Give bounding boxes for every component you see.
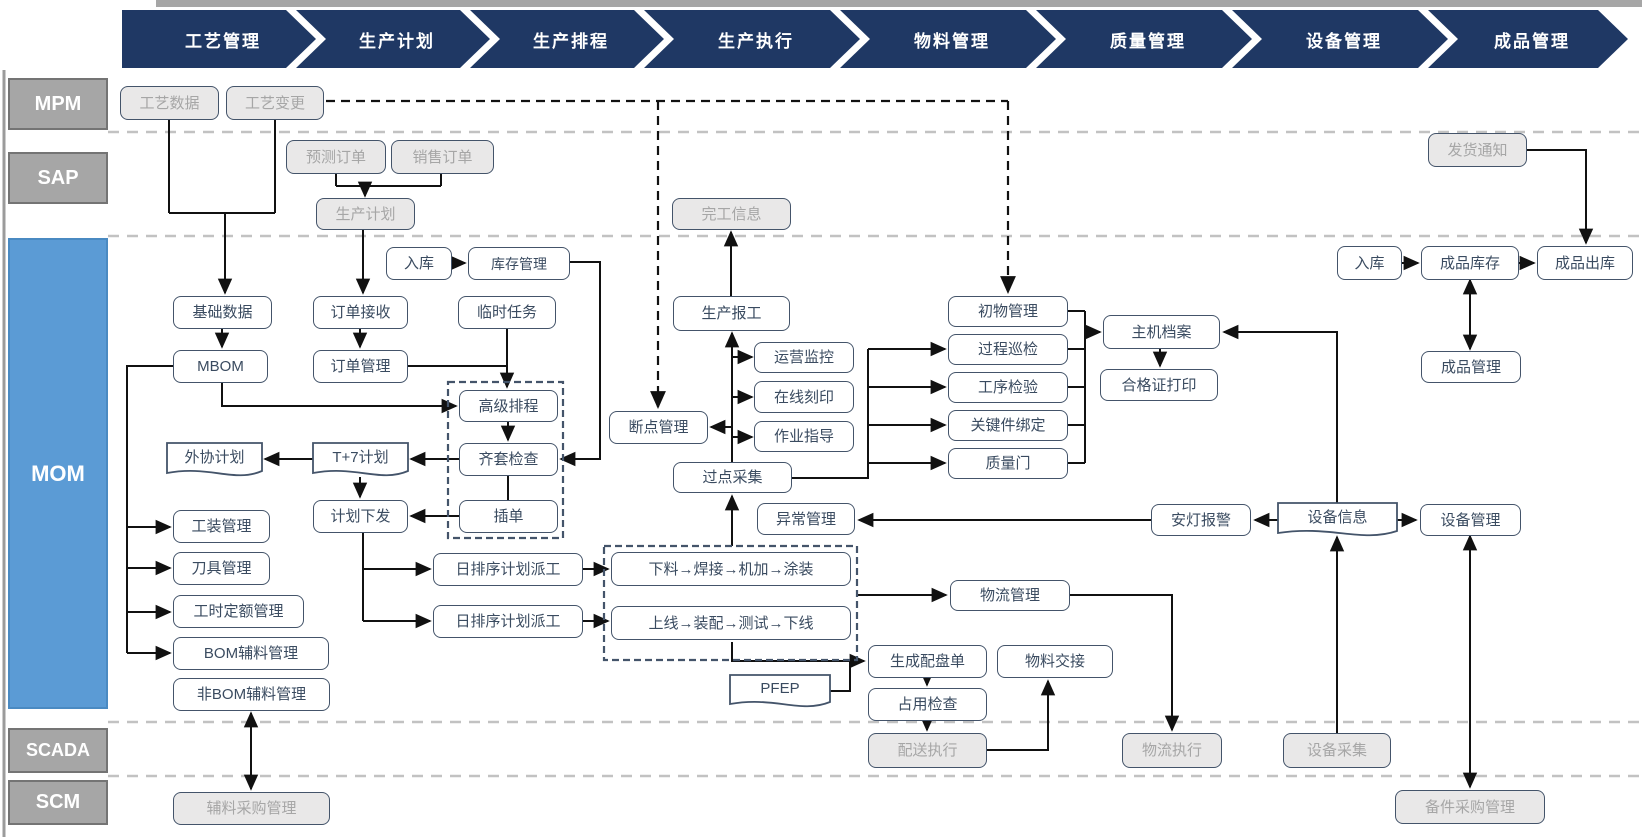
node-fg-outbound: 成品出库 — [1537, 246, 1633, 280]
node-cert-print: 合格证打印 — [1100, 369, 1218, 401]
banner-step-quality: 质量管理 — [1036, 10, 1252, 68]
node-breakpoint: 断点管理 — [609, 411, 708, 444]
node-spare-purchase: 备件采购管理 — [1395, 790, 1545, 824]
node-equip-info: 设备信息 — [1307, 508, 1368, 526]
node-inbound-raw: 入库 — [386, 247, 452, 280]
node-line-assembly: 上线→装配→测试→下线 — [611, 606, 851, 640]
node-order-receive: 订单接收 — [313, 296, 408, 329]
node-point-collect: 过点采集 — [673, 462, 792, 493]
node-ops-monitor: 运营监控 — [754, 342, 854, 373]
node-first-article: 初物管理 — [948, 296, 1068, 327]
node-non-bom-aux: 非BOM辅料管理 — [173, 678, 330, 711]
node-material-handover: 物料交接 — [997, 645, 1113, 678]
node-aux-purchase: 辅料采购管理 — [173, 792, 330, 825]
node-key-part-bind: 关键件绑定 — [948, 410, 1068, 441]
lane-label-scm: SCM — [8, 780, 108, 825]
node-plan-release: 计划下发 — [313, 500, 408, 533]
banner-step-finished-goods: 成品管理 — [1428, 10, 1628, 68]
banner-step-equipment: 设备管理 — [1232, 10, 1448, 68]
node-pfep: PFEP — [760, 680, 800, 697]
node-temp-task: 临时任务 — [458, 296, 556, 329]
node-completion-info: 完工信息 — [672, 198, 791, 230]
node-quality-gate: 质量门 — [948, 448, 1068, 479]
node-process-data: 工艺数据 — [120, 86, 219, 120]
lane-label-mpm: MPM — [8, 78, 108, 130]
node-fg-manage: 成品管理 — [1421, 351, 1521, 383]
node-process-inspect: 工序检验 — [948, 372, 1068, 403]
node-cutter-manage: 刀具管理 — [173, 552, 270, 585]
node-sales-order: 销售订单 — [391, 140, 494, 174]
banner-step-scheduling: 生产排程 — [470, 10, 664, 68]
connectors — [126, 120, 1594, 791]
node-hour-quota: 工时定额管理 — [173, 595, 304, 628]
node-outsource-plan: 外协计划 — [184, 448, 245, 466]
node-gen-tray: 生成配盘单 — [868, 645, 987, 678]
node-dispatch-exec: 配送执行 — [868, 733, 987, 768]
node-forecast-order: 预测订单 — [286, 140, 386, 174]
banner-step-process-mgmt: 工艺管理 — [122, 10, 316, 68]
node-equip-manage: 设备管理 — [1420, 504, 1521, 536]
node-inventory-manage: 库存管理 — [468, 247, 570, 280]
node-delivery-notice: 发货通知 — [1428, 133, 1527, 167]
node-insert-order: 插单 — [459, 500, 558, 533]
equip-info-doc — [1277, 502, 1398, 537]
node-tooling-manage: 工装管理 — [173, 510, 270, 543]
lane-label-scada: SCADA — [8, 728, 108, 773]
node-equip-collect: 设备采集 — [1283, 733, 1391, 768]
group-frames — [446, 380, 859, 662]
node-base-data: 基础数据 — [173, 296, 272, 329]
outsource-plan-doc — [166, 442, 263, 477]
node-fg-inventory: 成品库存 — [1421, 246, 1519, 280]
node-occupy-check: 占用检查 — [868, 688, 987, 721]
node-bom-aux: BOM辅料管理 — [173, 637, 329, 670]
dashed-connectors — [326, 99, 1016, 409]
node-host-archive: 主机档案 — [1103, 315, 1220, 349]
node-exception: 异常管理 — [757, 503, 855, 535]
node-daily-dispatch-1: 日排序计划派工 — [433, 553, 583, 586]
lane-label-mom: MOM — [8, 238, 108, 709]
node-t7-plan: T+7计划 — [332, 448, 389, 466]
node-line-machining: 下料→焊接→机加→涂装 — [611, 552, 851, 586]
node-adv-schedule: 高级排程 — [459, 390, 558, 422]
node-kit-check: 齐套检查 — [459, 443, 558, 476]
node-mbom: MBOM — [173, 350, 268, 383]
node-logistics-manage: 物流管理 — [950, 580, 1070, 611]
t7-plan-doc — [312, 442, 409, 477]
node-report-work: 生产报工 — [673, 296, 790, 331]
node-online-marking: 在线刻印 — [754, 381, 854, 413]
document-shapes — [166, 442, 1398, 708]
node-daily-dispatch-2: 日排序计划派工 — [433, 605, 583, 638]
node-order-manage: 订单管理 — [313, 350, 408, 383]
banner-step-material: 物料管理 — [840, 10, 1056, 68]
node-production-plan: 生产计划 — [316, 198, 415, 230]
node-inbound-fg: 入库 — [1337, 246, 1402, 280]
banner-step-execution: 生产执行 — [644, 10, 860, 68]
node-process-change: 工艺变更 — [226, 86, 324, 120]
node-andon: 安灯报警 — [1151, 504, 1251, 536]
node-logistics-exec: 物流执行 — [1122, 733, 1222, 768]
pfep-doc — [729, 674, 831, 708]
node-process-patrol: 过程巡检 — [948, 334, 1068, 365]
node-work-instruction: 作业指导 — [754, 421, 854, 452]
lane-label-sap: SAP — [8, 152, 108, 204]
banner-step-production-plan: 生产计划 — [296, 10, 490, 68]
